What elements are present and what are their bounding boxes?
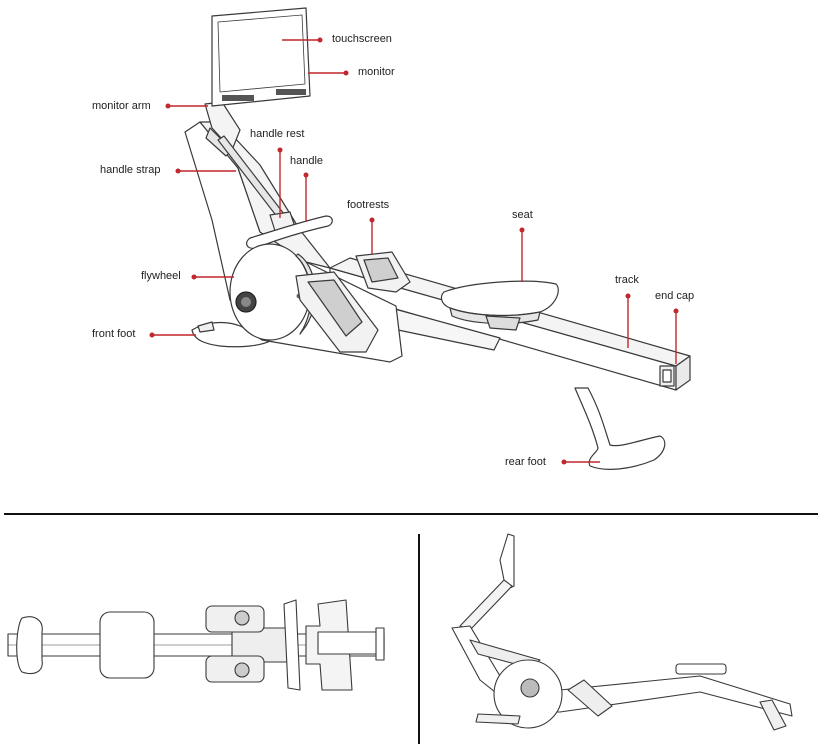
top-view-seat (99, 611, 155, 679)
footrests (295, 251, 411, 353)
handle (246, 215, 333, 249)
label-monitor: monitor (358, 66, 395, 78)
label-track: track (615, 274, 639, 286)
label-touchscreen: touchscreen (332, 33, 392, 45)
side-view-seat (675, 663, 727, 675)
label-handle-strap: handle strap (100, 164, 161, 176)
main-view (184, 7, 691, 470)
seat-carriage (485, 315, 521, 331)
side-view-front-foot (475, 713, 521, 725)
speaker-right (276, 89, 306, 95)
side-view (451, 533, 793, 731)
side-view-arm (459, 579, 513, 631)
label-handle: handle (290, 155, 324, 167)
side-view-rear-foot (759, 699, 787, 731)
side-view-footrest (567, 679, 613, 717)
label-footrests: footrests (347, 199, 390, 211)
label-monitor-arm: monitor arm (92, 100, 151, 112)
top-view (7, 599, 385, 691)
top-view-handle (283, 599, 301, 691)
label-end-cap: end cap (655, 290, 695, 302)
top-view-rear-foot (16, 616, 43, 675)
label-flywheel: flywheel (141, 270, 181, 282)
label-handle-rest: handle rest (250, 128, 305, 140)
top-view-front-rail (317, 631, 385, 655)
speaker-left (222, 95, 254, 101)
rear-foot (574, 387, 666, 470)
leader-lines (149, 37, 679, 465)
label-rear-foot: rear foot (505, 456, 546, 468)
touchscreen (217, 14, 306, 93)
label-front-foot: front foot (92, 328, 136, 340)
label-seat: seat (512, 209, 533, 221)
